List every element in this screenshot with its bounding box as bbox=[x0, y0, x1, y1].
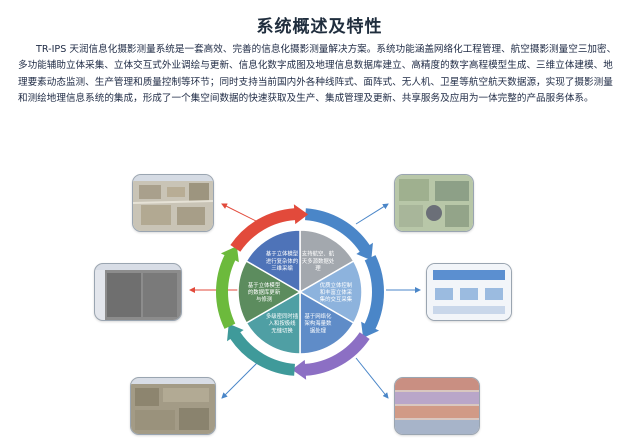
connector-bottom-right bbox=[355, 357, 389, 399]
wheel-segment bbox=[237, 259, 302, 325]
screenshot-thumbnail-mid-left bbox=[94, 263, 182, 321]
aerial-map-image bbox=[133, 175, 213, 231]
three-d-model-image bbox=[395, 175, 473, 231]
wheel-segment bbox=[245, 229, 301, 294]
connector-top-right bbox=[355, 203, 389, 225]
wheel-segment bbox=[245, 290, 301, 355]
cycle-arrow bbox=[230, 204, 309, 252]
screenshot-thumbnail-bottom-left bbox=[130, 377, 216, 435]
connector-top-left bbox=[221, 203, 263, 225]
page-title: 系统概述及特性 bbox=[256, 17, 383, 37]
wheel-segment-label: 基于网络化架构海量数据处理 bbox=[304, 312, 332, 334]
cycle-arrow bbox=[216, 246, 239, 329]
database-update-image bbox=[131, 378, 215, 434]
screenshot-thumbnail-bottom-right bbox=[394, 377, 480, 435]
wheel-segment-label: 支持航空、航天多源数据处理 bbox=[302, 250, 335, 272]
wheel-segment bbox=[298, 259, 363, 325]
intro-paragraph: TR-IPS 天润信息化摄影测量系统是一套高效、完善的信息化摄影测量解决方案。系… bbox=[18, 44, 617, 105]
wheel-segment-label: 多级密同时插入和按极线无缝切换 bbox=[266, 312, 299, 334]
screenshot-thumbnail-mid-right bbox=[426, 263, 512, 321]
feature-diagram: 支持航空、航天多源数据处理优质立体控制和丰富立体采集的交互采集基于网络化架构海量… bbox=[0, 160, 639, 448]
wheel-segment-label: 基于立体模型进行复杂体的三维采编 bbox=[266, 250, 299, 272]
dense-point-image bbox=[395, 378, 479, 434]
cycle-arrow bbox=[361, 255, 384, 338]
wheel-segment-label: 优质立体控制和丰富立体采集的交互采集 bbox=[320, 281, 353, 303]
cycle-arrow bbox=[291, 332, 370, 380]
connector-bottom-left bbox=[221, 357, 263, 399]
wheel-segment bbox=[299, 290, 355, 355]
cycle-arrow bbox=[305, 208, 373, 261]
wheel-segment-label: 基于立体模型的数据库更新与修测 bbox=[248, 281, 281, 303]
screenshot-thumbnail-top-right bbox=[394, 174, 474, 232]
feature-wheel: 支持航空、航天多源数据处理优质立体控制和丰富立体采集的交互采集基于网络化架构海量… bbox=[189, 203, 421, 399]
stereo-capture-image bbox=[95, 264, 181, 320]
screenshot-thumbnail-top-left bbox=[132, 174, 214, 232]
wheel-segment bbox=[299, 229, 355, 294]
network-architecture-image bbox=[427, 264, 511, 320]
cycle-arrow bbox=[227, 323, 295, 376]
